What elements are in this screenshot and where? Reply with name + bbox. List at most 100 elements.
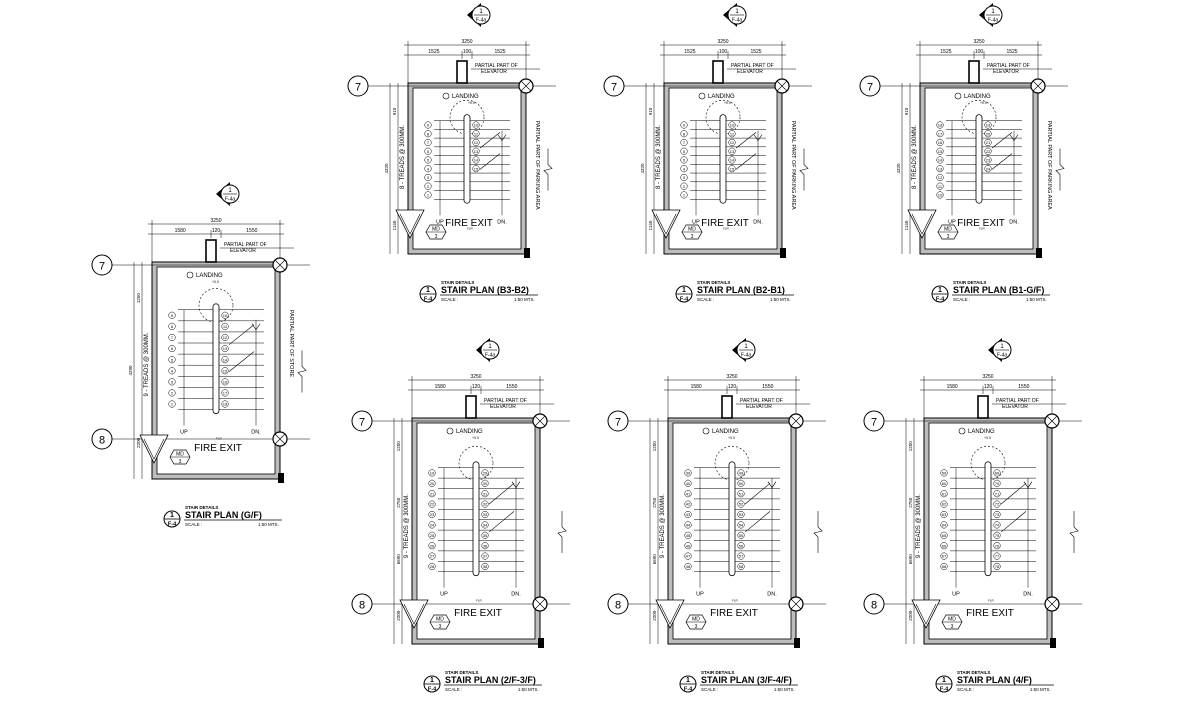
riser-bubble — [481, 531, 489, 539]
riser-number: 1 — [427, 193, 430, 198]
riser-number: 14 — [938, 158, 943, 163]
dim-part: 1525 — [684, 49, 695, 55]
riser-number: 23 — [430, 512, 435, 517]
riser-number: 57 — [739, 554, 744, 559]
grid-label: 7 — [867, 82, 873, 94]
section-ref-number: 1 — [488, 344, 492, 350]
grid-bubble — [91, 428, 113, 450]
riser-bubble — [168, 333, 176, 342]
riser-bubble — [481, 479, 489, 487]
handrail — [984, 461, 992, 577]
riser-number: 15 — [938, 149, 943, 154]
dn-label: DN. — [767, 592, 777, 598]
arrow-head — [511, 481, 521, 489]
riser-number: 13 — [938, 166, 943, 171]
riser-bubble — [472, 156, 480, 164]
title-callout-sheet: F-4 — [680, 297, 689, 303]
dim-overall: 3250 — [982, 374, 993, 380]
riser-number: 6 — [683, 149, 686, 154]
riser-bubble — [428, 531, 436, 539]
door-swing-lines — [659, 603, 681, 625]
riser-number: 71 — [995, 491, 1000, 496]
riser-bubble — [428, 500, 436, 508]
riser-number: 9 — [427, 123, 430, 128]
dim-part: 120 — [984, 384, 993, 390]
riser-number: 33 — [483, 512, 488, 517]
door-tag-bottom: 3 — [951, 624, 954, 630]
detail-label: STAIR DETAILS — [185, 505, 218, 510]
treads-note: 9 - TREADS @ 300MM. — [660, 494, 666, 558]
grid-label: 7 — [355, 82, 361, 94]
handrail — [728, 461, 736, 577]
riser-number: 68 — [942, 564, 947, 569]
riser-bubble — [481, 562, 489, 571]
riser-bubble — [993, 562, 1001, 571]
elevator-note: PARTIAL PART OF — [740, 398, 783, 404]
section-ref-number: 1 — [1000, 344, 1004, 350]
riser-number: 55 — [739, 533, 744, 538]
section-ref-sheet: F-4a — [732, 18, 743, 24]
riser-bubble — [940, 490, 948, 498]
elevator-note: ELEVATOR — [993, 69, 1019, 75]
riser-bubble — [680, 156, 688, 164]
wall-end-mark — [794, 638, 800, 648]
wall-end-mark — [1050, 638, 1056, 648]
landing-level: +0.0 — [468, 101, 475, 105]
door-swing-lines — [399, 213, 421, 235]
riser-number: 53 — [739, 512, 744, 517]
floor-level: FLR — [723, 226, 730, 230]
scale-value: 1:50 MTS. — [1030, 687, 1051, 692]
riser-bubble — [684, 531, 692, 539]
riser-bubble — [428, 562, 436, 571]
riser-number: 5 — [427, 158, 430, 163]
riser-number: 10 — [730, 123, 735, 128]
riser-number: 19 — [430, 471, 435, 476]
riser-number: 10 — [223, 313, 228, 318]
riser-bubble — [168, 311, 176, 319]
riser-number: 37 — [483, 554, 488, 559]
riser-bubble — [728, 121, 736, 129]
riser-bubble — [221, 367, 229, 375]
landing-label: LANDING — [968, 429, 995, 435]
flight-break — [1000, 483, 1027, 533]
section-ref-sheet: F-4a — [741, 353, 752, 359]
detail-label: STAIR DETAILS — [697, 280, 730, 285]
door-tag-bottom: 3 — [179, 459, 182, 465]
riser-number: 66 — [942, 543, 947, 548]
fire-exit-label: FIRE EXIT — [701, 218, 749, 229]
door-swing — [655, 599, 685, 629]
dim-vertical: 6690 — [908, 554, 913, 565]
riser-number: 15 — [474, 166, 479, 171]
fire-exit-label: FIRE EXIT — [454, 608, 502, 619]
door-swing-lines — [655, 213, 677, 235]
grid-label: 7 — [615, 417, 621, 429]
riser-number: 65 — [942, 533, 947, 538]
riser-number: 58 — [739, 564, 744, 569]
riser-bubble — [481, 542, 489, 550]
door-swing — [911, 599, 941, 629]
section-ref-sheet: F-4a — [476, 18, 487, 24]
riser-number: 14 — [223, 357, 228, 362]
dim-vertical: 4320 — [640, 163, 645, 174]
riser-bubble — [940, 521, 948, 529]
landing-label: LANDING — [708, 94, 735, 100]
dn-label: DN. — [1009, 219, 1019, 225]
dim-part: 100 — [975, 49, 984, 55]
scale-label: SCALE : — [957, 687, 974, 692]
door-swing-lines — [911, 213, 933, 235]
riser-number: 8 — [427, 131, 430, 136]
riser-bubble — [993, 469, 1001, 477]
landing-level: +0.0 — [472, 436, 479, 440]
dim-part: 120 — [728, 384, 737, 390]
dim-part: 100 — [463, 49, 472, 55]
dim-vertical: 2200 — [908, 610, 913, 621]
break-line — [557, 511, 567, 553]
fire-exit-label: FIRE EXIT — [957, 218, 1005, 229]
riser-bubble — [728, 147, 736, 155]
riser-number: 40 — [686, 481, 691, 486]
door-tag-top: MD — [688, 227, 696, 233]
riser-bubble — [680, 165, 688, 173]
riser-bubble — [168, 378, 176, 386]
